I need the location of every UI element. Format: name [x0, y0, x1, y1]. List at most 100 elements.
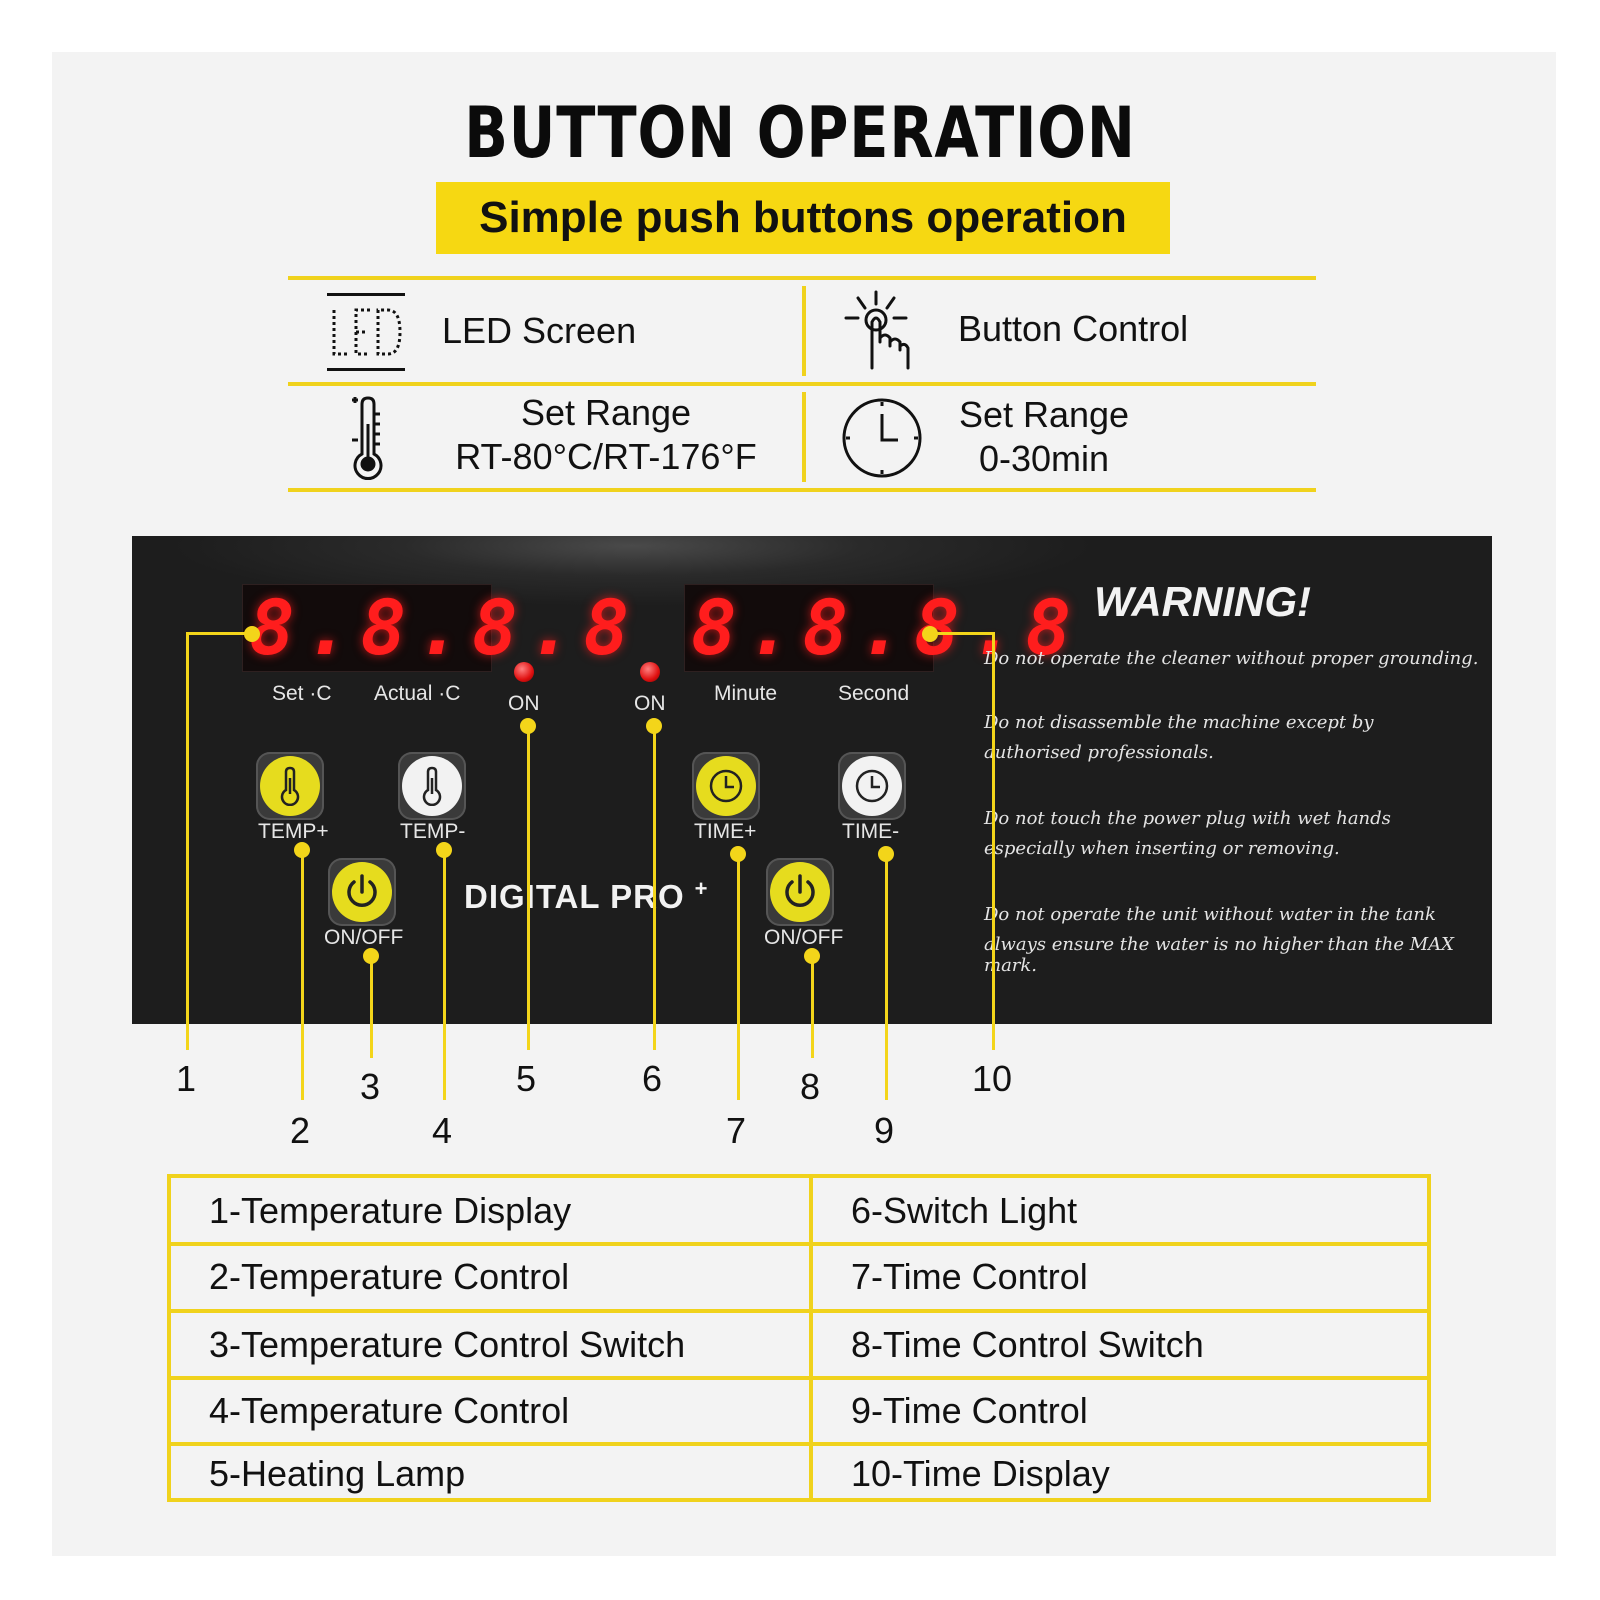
temp-minus-label: TEMP-	[400, 820, 466, 843]
thermometer-icon	[422, 766, 442, 806]
callout-4-number: 4	[432, 1110, 453, 1151]
button-control-label: Button Control	[958, 308, 1189, 349]
callout-8-number: 8	[800, 1066, 821, 1107]
clock-icon	[840, 396, 924, 485]
thermometer-icon	[280, 766, 300, 806]
heating-lamp-label: ON	[508, 692, 540, 715]
heating-lamp	[514, 662, 534, 682]
callout-1-dot	[244, 626, 260, 642]
warning-line: Do not operate the cleaner without prope…	[984, 648, 1479, 669]
feature-divider-vertical-2	[802, 392, 806, 482]
legend-table: 1-Temperature Display 2-Temperature Cont…	[167, 1174, 1431, 1502]
callout-7-number: 7	[726, 1110, 747, 1151]
feature-divider-vertical-1	[802, 286, 806, 376]
label-second: Second	[838, 682, 910, 705]
callout-7-dot	[730, 846, 746, 862]
callout-9-line	[885, 852, 888, 1100]
callout-2-line	[301, 848, 304, 1100]
temp-range-line2: RT-80°C/RT-176°F	[455, 436, 757, 477]
time-plus-label: TIME+	[694, 820, 757, 843]
temperature-display-digits: 8.8.8.8	[249, 583, 640, 672]
time-onoff-button[interactable]	[766, 858, 834, 926]
led-screen-label: LED Screen	[442, 310, 637, 351]
callout-10-number: 10	[972, 1058, 1013, 1099]
temp-range-line1: Set Range	[520, 392, 692, 433]
legend-column-divider	[809, 1178, 813, 1498]
warning-line: Do not touch the power plug with wet han…	[984, 808, 1391, 829]
subtitle-text: Simple push buttons operation	[479, 193, 1127, 242]
callout-6-dot	[646, 718, 662, 734]
time-range-line2: 0-30min	[978, 438, 1110, 479]
callout-3-dot	[363, 948, 379, 964]
time-minus-button[interactable]	[838, 752, 906, 820]
legend-row-divider	[171, 1242, 1427, 1246]
callout-3-line	[370, 954, 373, 1058]
legend-item: 1-Temperature Display	[209, 1190, 572, 1231]
hand-press-icon	[838, 288, 922, 379]
legend-item: 8-Time Control Switch	[851, 1324, 1204, 1365]
callout-3-number: 3	[360, 1066, 381, 1107]
legend-row-divider	[171, 1376, 1427, 1380]
callout-10-dot	[922, 626, 938, 642]
warning-line: Do not disassemble the machine except by	[984, 712, 1374, 733]
warning-line: Do not operate the unit without water in…	[984, 904, 1436, 925]
callout-7-line	[737, 852, 740, 1100]
power-icon	[347, 874, 377, 907]
temperature-display: 8.8.8.8	[242, 583, 640, 672]
callout-10-line	[992, 632, 995, 1050]
legend-item: 6-Switch Light	[851, 1190, 1078, 1231]
thermometer-icon	[348, 394, 392, 487]
time-plus-button[interactable]	[692, 752, 760, 820]
legend-item: 4-Temperature Control	[209, 1390, 570, 1431]
callout-2-dot	[294, 842, 310, 858]
page-title: BUTTON OPERATION	[464, 92, 1136, 174]
callout-1-number: 1	[176, 1058, 197, 1099]
legend-item: 7-Time Control	[851, 1256, 1088, 1297]
feature-divider-bottom	[288, 488, 1316, 492]
callout-9-number: 9	[874, 1110, 895, 1151]
legend-item: 10-Time Display	[851, 1453, 1110, 1494]
temp-plus-label: TEMP+	[258, 820, 329, 843]
switch-light-label: ON	[634, 692, 666, 715]
warning-title: WARNING!	[1094, 578, 1311, 625]
callout-10-horizontal	[924, 632, 994, 635]
callout-2-number: 2	[290, 1110, 311, 1151]
label-set-celsius: Set ·C	[272, 682, 332, 705]
feature-divider-top	[288, 276, 1316, 280]
warning-line: always ensure the water is no higher tha…	[984, 934, 1454, 976]
clock-icon	[709, 769, 743, 803]
callout-1-horizontal	[186, 632, 252, 635]
callout-8-dot	[804, 948, 820, 964]
temp-minus-button[interactable]	[398, 752, 466, 820]
time-onoff-label: ON/OFF	[764, 926, 844, 949]
callout-8-line	[811, 954, 814, 1058]
legend-item: 2-Temperature Control	[209, 1256, 570, 1297]
label-actual-celsius: Actual ·C	[374, 682, 461, 705]
clock-icon	[855, 769, 889, 803]
time-display-digits: 8.8.8.8	[691, 583, 1082, 672]
time-minus-label: TIME-	[842, 820, 900, 843]
brand-label: DIGITAL PRO +	[464, 876, 708, 916]
temp-plus-button[interactable]	[256, 752, 324, 820]
brand-text: DIGITAL PRO	[464, 878, 685, 915]
callout-9-dot	[878, 846, 894, 862]
legend-item: 3-Temperature Control Switch	[209, 1324, 686, 1365]
temp-onoff-button[interactable]	[328, 858, 396, 926]
callout-1-line	[186, 632, 189, 1050]
warning-line: especially when inserting or removing.	[984, 838, 1340, 859]
legend-item: 5-Heating Lamp	[209, 1453, 466, 1494]
legend-item: 9-Time Control	[851, 1390, 1088, 1431]
callout-5-dot	[520, 718, 536, 734]
legend-row-divider	[171, 1442, 1427, 1446]
subtitle-banner: Simple push buttons operation	[436, 182, 1170, 254]
callout-6-number: 6	[642, 1058, 663, 1099]
callout-6-line	[653, 724, 656, 1050]
brand-plus: +	[694, 876, 709, 901]
temp-onoff-label: ON/OFF	[324, 926, 404, 949]
callout-4-dot	[436, 842, 452, 858]
callout-5-line	[527, 724, 530, 1050]
callout-5-number: 5	[516, 1058, 537, 1099]
power-icon	[785, 874, 815, 907]
time-range-line1: Set Range	[958, 394, 1130, 435]
switch-light	[640, 662, 660, 682]
